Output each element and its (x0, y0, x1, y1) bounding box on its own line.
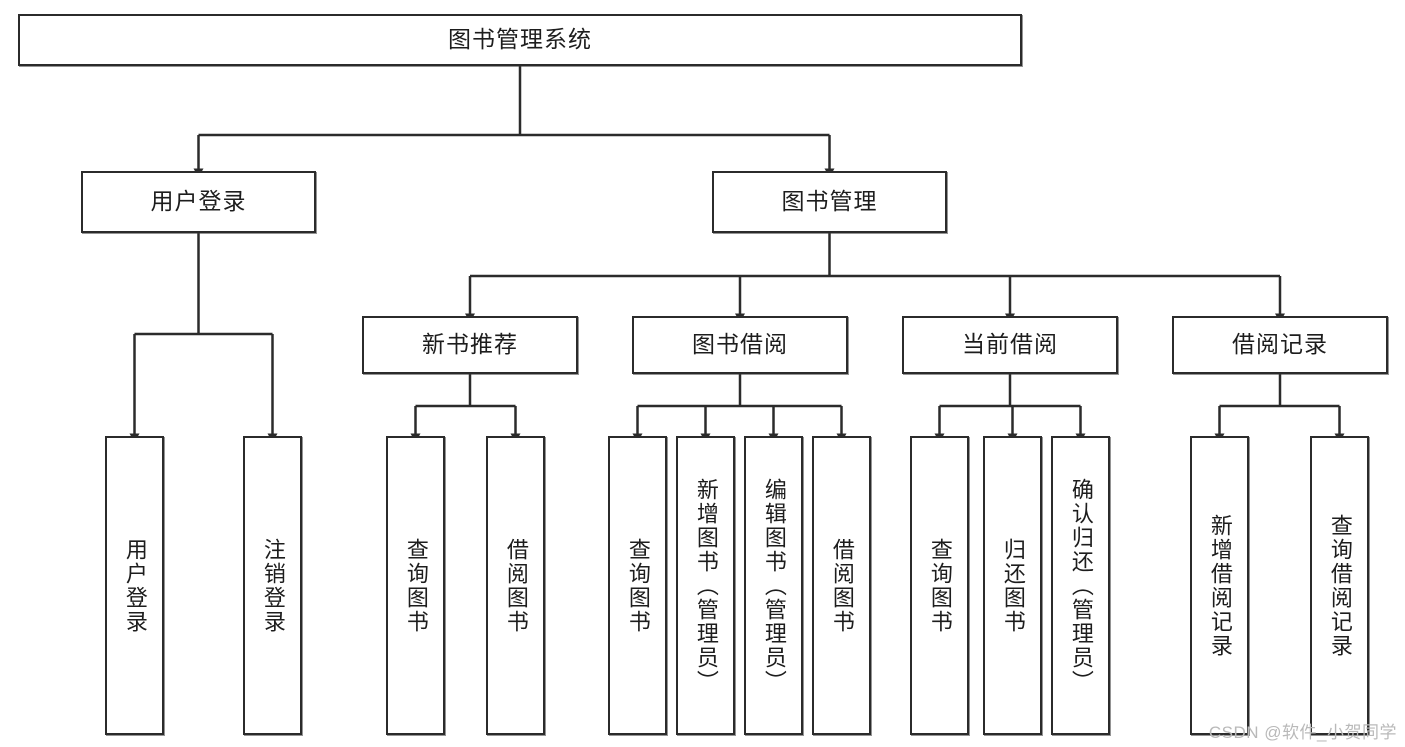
node-leaf-rec-query[interactable]: 查询图书 (386, 436, 445, 735)
node-label: 新增借阅记录 (1207, 513, 1233, 658)
edge-paths (129, 66, 1345, 443)
node-leaf-bb-add[interactable]: 新增图书（管理员） (676, 436, 735, 735)
node-label: 图书管理系统 (448, 26, 592, 53)
node-label: 编辑图书（管理员） (761, 477, 787, 694)
node-book-borrow[interactable]: 图书借阅 (632, 316, 848, 374)
node-label: 用户登录 (150, 188, 247, 215)
node-root[interactable]: 图书管理系统 (18, 14, 1022, 66)
node-borrow-record[interactable]: 借阅记录 (1172, 316, 1388, 374)
node-label: 图书借阅 (692, 331, 788, 358)
node-leaf-user-login[interactable]: 用户登录 (105, 436, 164, 735)
node-label: 查询借阅记录 (1327, 513, 1353, 658)
node-book-manage[interactable]: 图书管理 (712, 171, 947, 233)
node-leaf-rec-borrow[interactable]: 借阅图书 (486, 436, 545, 735)
node-label: 当前借阅 (962, 331, 1058, 358)
node-label: 查询图书 (625, 537, 651, 634)
node-label: 新书推荐 (422, 331, 518, 358)
node-leaf-cb-confirm[interactable]: 确认归还（管理员） (1051, 436, 1110, 735)
node-label: 查询图书 (927, 537, 953, 634)
node-leaf-br-add[interactable]: 新增借阅记录 (1190, 436, 1249, 735)
node-leaf-cb-query[interactable]: 查询图书 (910, 436, 969, 735)
node-label: 确认归还（管理员） (1068, 477, 1094, 694)
node-leaf-bb-borrow[interactable]: 借阅图书 (812, 436, 871, 735)
node-leaf-user-logout[interactable]: 注销登录 (243, 436, 302, 735)
node-leaf-br-query[interactable]: 查询借阅记录 (1310, 436, 1369, 735)
node-leaf-bb-edit[interactable]: 编辑图书（管理员） (744, 436, 803, 735)
node-label: 用户登录 (122, 537, 148, 634)
node-label: 查询图书 (403, 537, 429, 634)
node-user-login[interactable]: 用户登录 (81, 171, 316, 233)
node-current-borrow[interactable]: 当前借阅 (902, 316, 1118, 374)
node-leaf-cb-return[interactable]: 归还图书 (983, 436, 1042, 735)
node-label: 借阅图书 (503, 537, 529, 634)
node-label: 借阅图书 (829, 537, 855, 634)
node-label: 归还图书 (1000, 537, 1026, 634)
node-leaf-bb-query[interactable]: 查询图书 (608, 436, 667, 735)
node-new-book-rec[interactable]: 新书推荐 (362, 316, 578, 374)
node-label: 图书管理 (781, 188, 878, 215)
node-label: 新增图书（管理员） (693, 477, 719, 694)
node-label: 借阅记录 (1232, 331, 1328, 358)
node-label: 注销登录 (260, 537, 286, 634)
